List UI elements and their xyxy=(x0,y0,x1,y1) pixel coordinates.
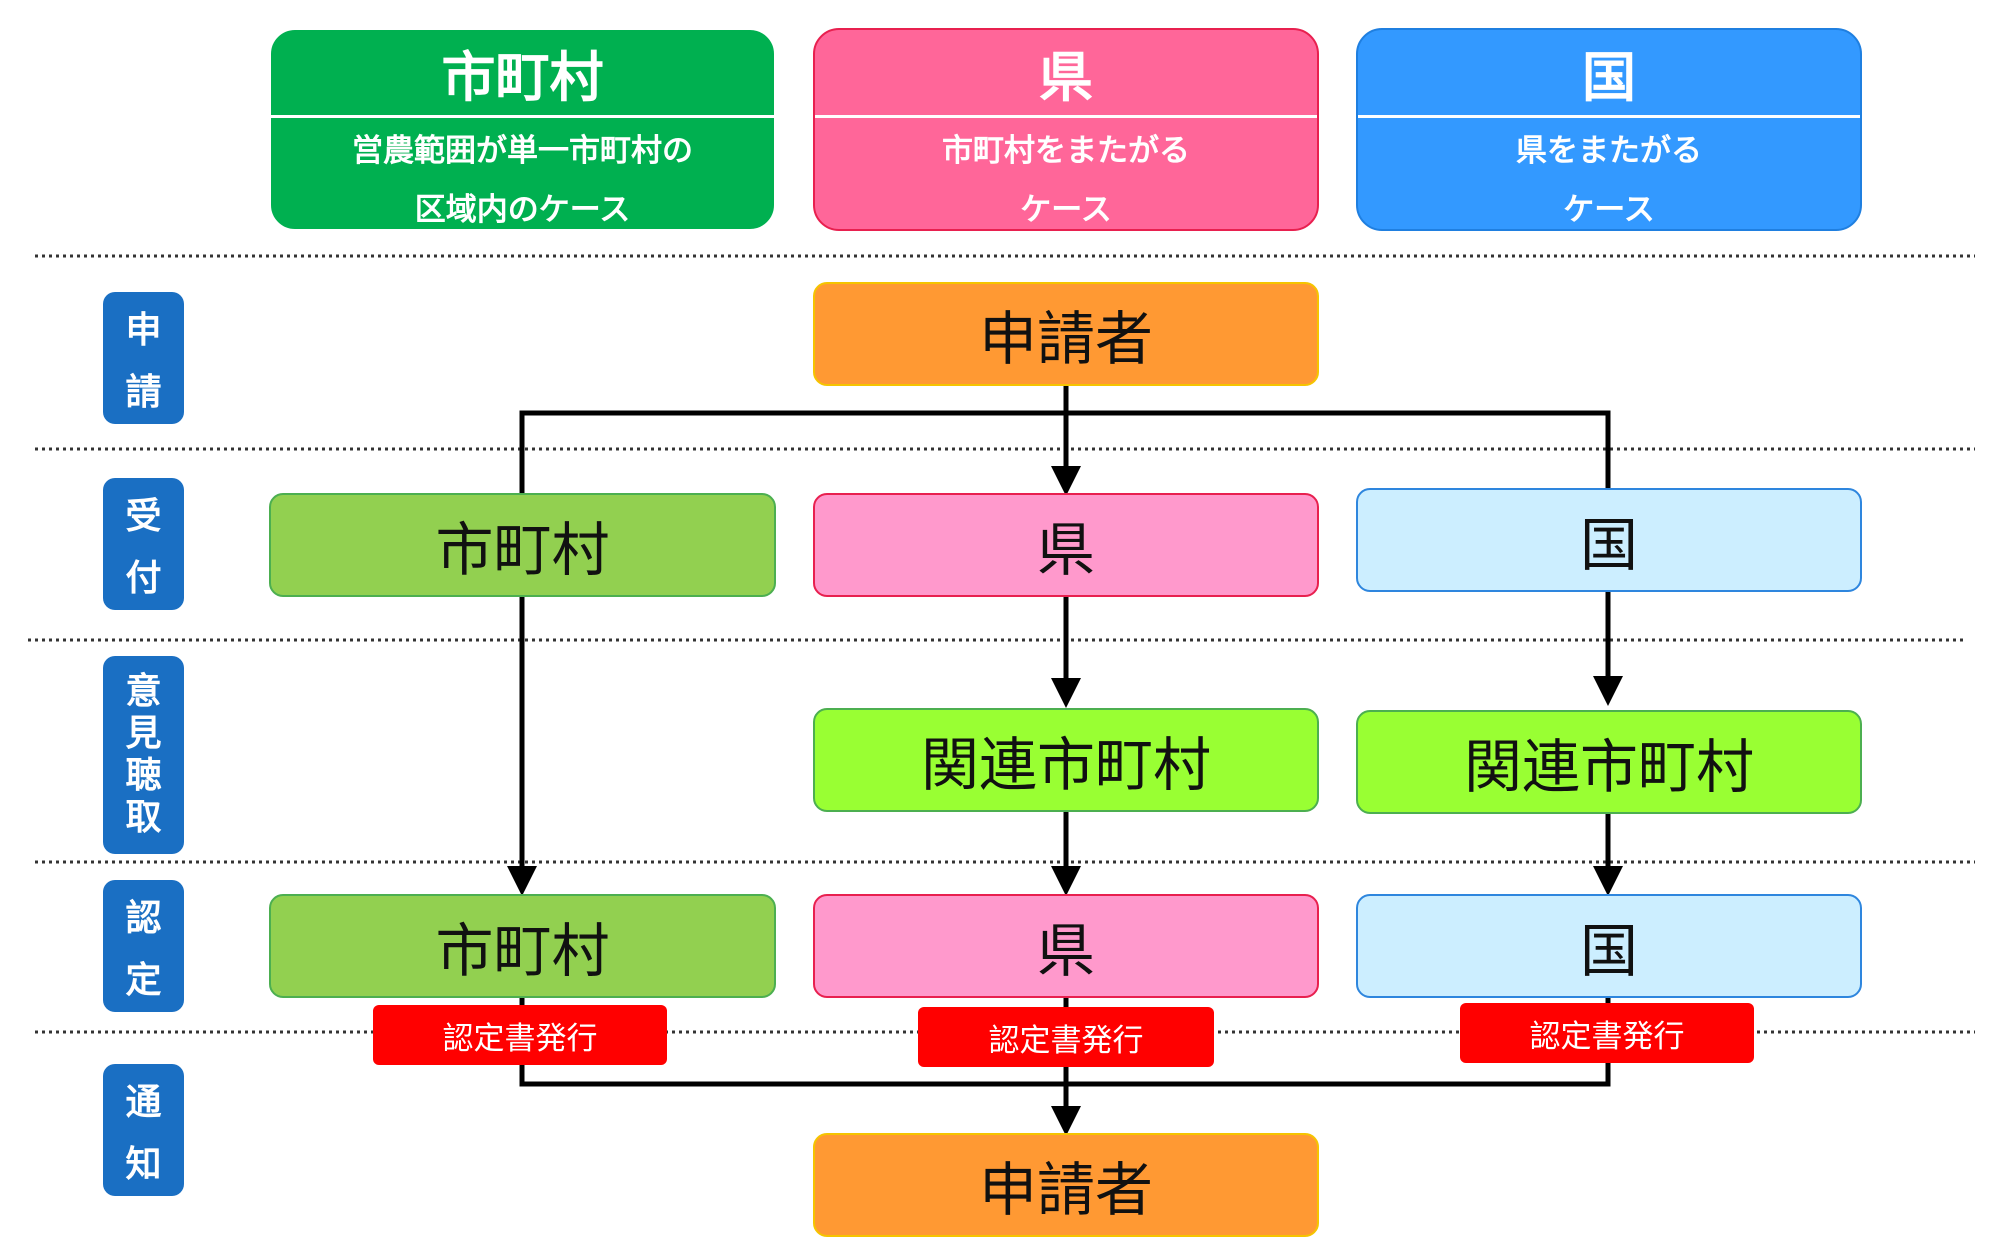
stage-notification-char1: 通 xyxy=(125,1082,162,1124)
stage-reception-char2: 付 xyxy=(125,557,162,599)
box-receive-national: 国 xyxy=(1356,488,1862,592)
box-certify-prefecture: 県 xyxy=(813,894,1319,998)
header-national: 国 県をまたがる ケース xyxy=(1356,28,1862,231)
top-connector xyxy=(519,386,1611,496)
stage-hearing-char1: 意 xyxy=(125,671,162,712)
header-prefecture-title: 県 xyxy=(815,30,1317,118)
header-national-title: 国 xyxy=(1358,30,1860,118)
header-municipality: 市町村 営農範囲が単一市町村の 区域内のケース xyxy=(269,28,776,231)
header-prefecture-desc-line1: 市町村をまたがる xyxy=(942,133,1190,169)
box-hearing-prefecture: 関連市町村 xyxy=(813,708,1319,812)
stage-hearing-char2: 見 xyxy=(125,713,162,754)
stage-hearing: 意 見 聴 取 xyxy=(103,656,184,854)
header-municipality-desc-line2: 区域内のケース xyxy=(414,192,631,228)
box-certify-municipality: 市町村 xyxy=(269,894,776,998)
stage-notification: 通 知 xyxy=(103,1064,184,1196)
stage-notification-char2: 知 xyxy=(125,1143,162,1185)
stage-certification-char1: 認 xyxy=(125,898,162,940)
header-prefecture: 県 市町村をまたがる ケース xyxy=(813,28,1319,231)
stage-application: 申 請 xyxy=(103,292,184,424)
header-national-desc-line1: 県をまたがる xyxy=(1516,133,1702,169)
header-national-desc: 県をまたがる ケース xyxy=(1358,118,1860,229)
stage-reception-char1: 受 xyxy=(125,496,162,538)
badge-certificate-prefecture: 認定書発行 xyxy=(918,1007,1214,1067)
box-receive-prefecture: 県 xyxy=(813,493,1319,597)
header-national-desc-line2: ケース xyxy=(1563,192,1655,228)
header-municipality-title: 市町村 xyxy=(271,30,774,118)
stage-application-char1: 申 xyxy=(125,310,162,352)
stage-application-char2: 請 xyxy=(125,371,162,413)
stage-certification-char2: 定 xyxy=(125,959,162,1001)
box-certify-national: 国 xyxy=(1356,894,1862,998)
stage-certification: 認 定 xyxy=(103,880,184,1012)
box-applicant-top: 申請者 xyxy=(813,282,1319,386)
stage-separators xyxy=(28,254,1975,1034)
box-hearing-national: 関連市町村 xyxy=(1356,710,1862,814)
stage-reception: 受 付 xyxy=(103,478,184,610)
stage-hearing-char4: 取 xyxy=(125,797,162,838)
header-prefecture-desc-line2: ケース xyxy=(1020,192,1112,228)
column-arrows xyxy=(507,592,1623,896)
stage-hearing-char3: 聴 xyxy=(125,755,162,796)
header-prefecture-desc: 市町村をまたがる ケース xyxy=(815,118,1317,229)
box-receive-municipality: 市町村 xyxy=(269,493,776,597)
badge-certificate-national: 認定書発行 xyxy=(1460,1003,1754,1063)
header-municipality-desc: 営農範囲が単一市町村の 区域内のケース xyxy=(271,118,774,229)
header-municipality-desc-line1: 営農範囲が単一市町村の xyxy=(352,133,693,169)
box-applicant-bottom: 申請者 xyxy=(813,1133,1319,1237)
badge-certificate-municipality: 認定書発行 xyxy=(373,1005,667,1065)
